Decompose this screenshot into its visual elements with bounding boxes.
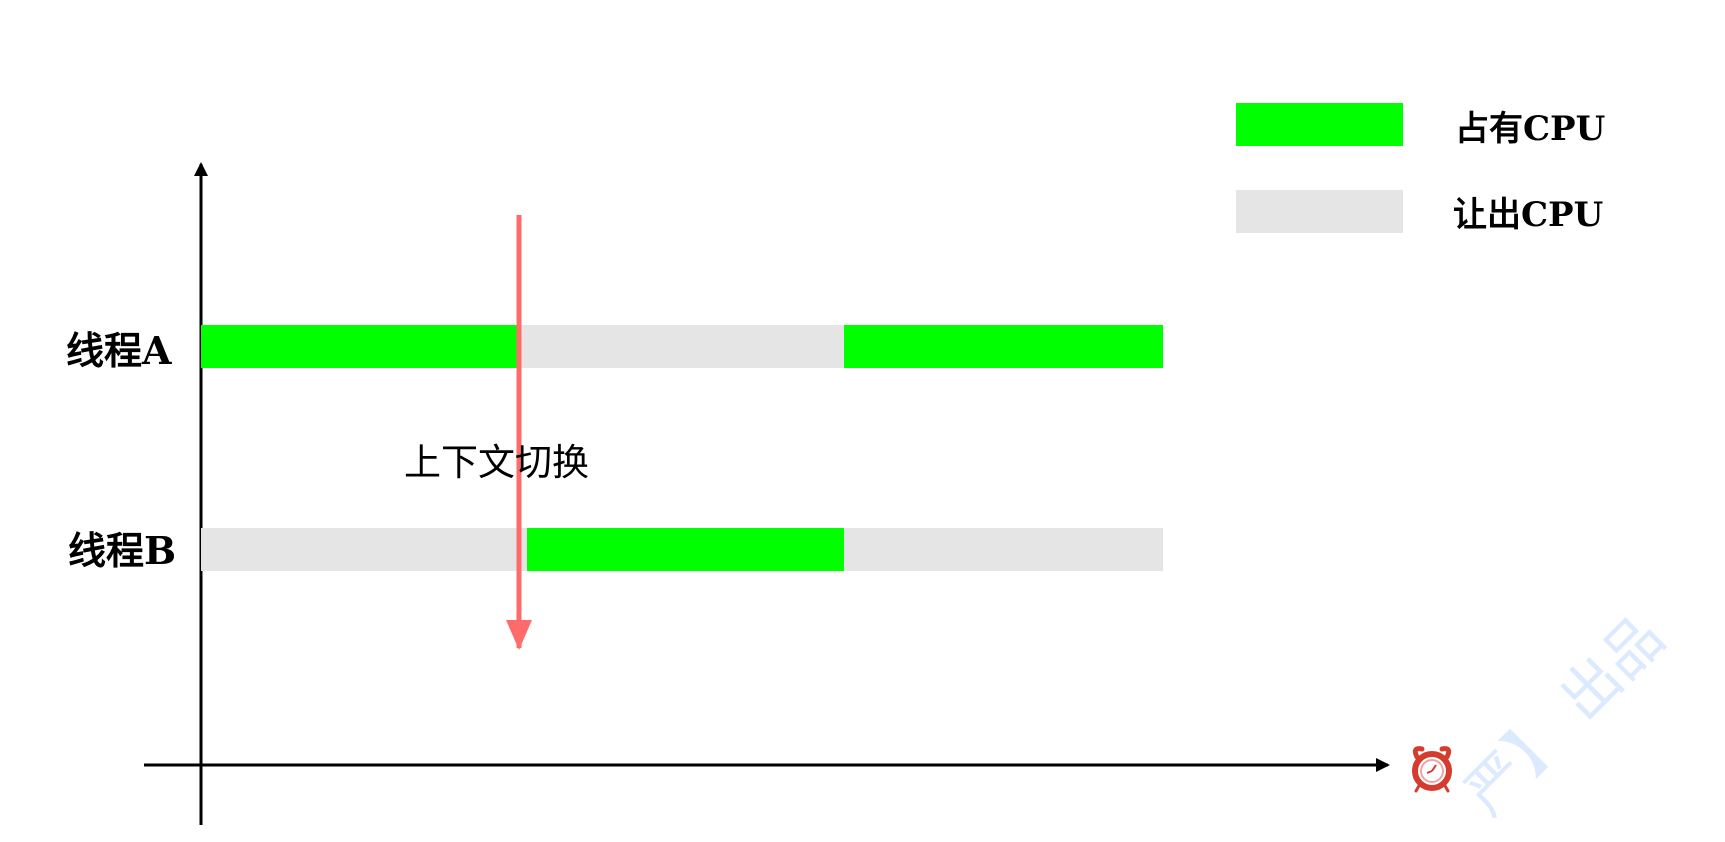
watermark-text: 严】 出品 bbox=[1452, 603, 1677, 828]
axes bbox=[144, 162, 1452, 825]
watermark: 严】 出品 bbox=[1452, 603, 1677, 828]
legend-occupy-swatch bbox=[1236, 103, 1403, 146]
thread-b-segment-3-yield bbox=[844, 528, 1163, 571]
thread-b-segment-1-yield bbox=[201, 528, 527, 571]
context-switch: 上下文切换 bbox=[404, 215, 589, 650]
thread-b-label: 线程B bbox=[68, 528, 176, 573]
thread-labels: 线程A 线程B bbox=[66, 328, 176, 573]
thread-b-segment-2-occupy bbox=[527, 528, 844, 571]
thread-a-segment-3-occupy bbox=[844, 325, 1163, 368]
alarm-clock-icon bbox=[1412, 746, 1452, 793]
thread-a-segment-2-yield bbox=[519, 325, 844, 368]
context-switch-label: 上下文切换 bbox=[404, 441, 589, 484]
thread-a-label: 线程A bbox=[66, 328, 172, 373]
legend-yield-swatch bbox=[1236, 190, 1403, 233]
thread-b-bars bbox=[201, 528, 1163, 571]
legend-yield-label: 让出CPU bbox=[1453, 195, 1603, 235]
legend: 占有CPU 让出CPU bbox=[1236, 103, 1605, 235]
thread-a-segment-1-occupy bbox=[201, 325, 519, 368]
legend-occupy-label: 占有CPU bbox=[1455, 109, 1605, 149]
thread-a-bars bbox=[201, 325, 1163, 368]
